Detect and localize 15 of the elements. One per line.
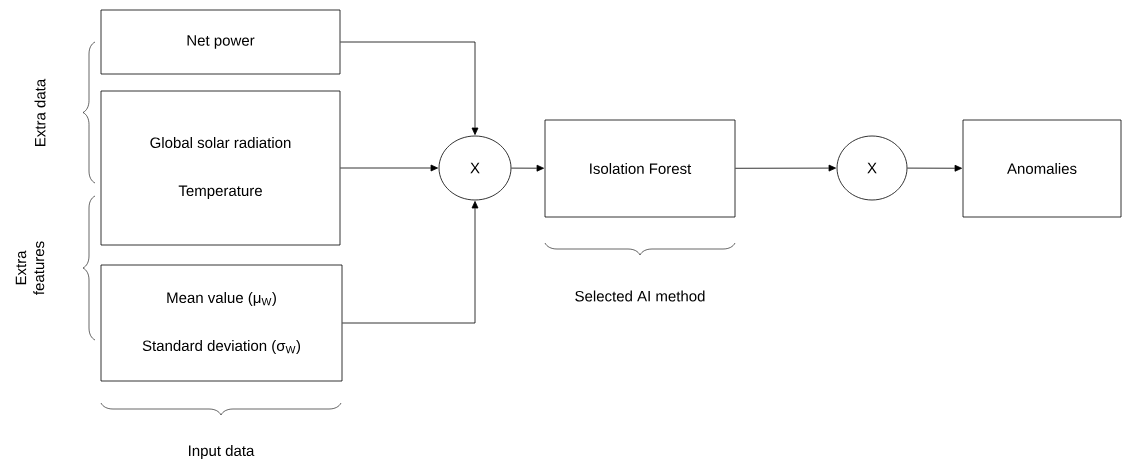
input-box: Net power bbox=[100, 9, 341, 75]
arrow bbox=[735, 164, 836, 172]
arrow bbox=[511, 164, 544, 172]
brace-label: Selected AI method bbox=[575, 290, 705, 302]
brace-label: Extra features bbox=[15, 241, 45, 295]
input-box: Mean value (μ$_{W}$) Standard deviation (σ$_{W}$) bbox=[100, 264, 343, 382]
arrow bbox=[340, 41, 479, 135]
input-box: Global solar radiation Temperature bbox=[100, 90, 341, 246]
brace-label: Input data bbox=[189, 445, 255, 459]
arrow bbox=[342, 201, 479, 324]
brace-label: Extra data bbox=[34, 78, 46, 146]
arrow bbox=[340, 164, 438, 172]
output-box: Anomalies bbox=[962, 119, 1122, 218]
process-box: Isolation Forest bbox=[544, 119, 736, 218]
arrow bbox=[907, 164, 962, 172]
